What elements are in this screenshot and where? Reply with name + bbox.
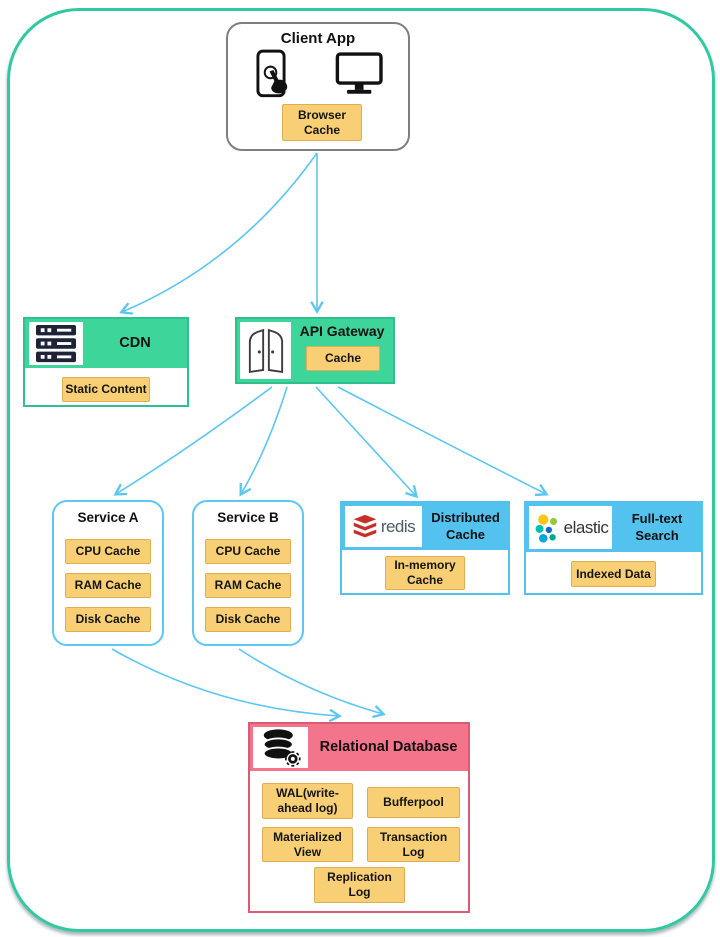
api-gateway-node: API Gateway Cache bbox=[235, 317, 395, 384]
fulltext-search-node: elastic Full-text Search Indexed Data bbox=[524, 501, 703, 595]
arrow-api-to-fulltext-search bbox=[337, 386, 549, 497]
service-b-cpu-cache-badge: CPU Cache bbox=[205, 539, 291, 564]
service-a-disk-cache-badge: Disk Cache bbox=[65, 607, 151, 632]
bufferpool-badge: Bufferpool bbox=[367, 787, 460, 818]
api-gateway-cache-badge: Cache bbox=[306, 346, 380, 371]
fulltext-search-title: Full-text Search bbox=[631, 511, 683, 543]
mobile-tap-icon bbox=[256, 49, 288, 98]
service-b-title: Service B bbox=[217, 510, 279, 525]
wal-badge: WAL(write-ahead log) bbox=[262, 783, 353, 819]
arrow-api-to-service-a bbox=[113, 386, 273, 496]
arrow-service-a-to-database bbox=[111, 648, 343, 723]
distributed-cache-node: redis Distributed Cache In-memory Cache bbox=[340, 501, 510, 595]
cdn-title: CDN bbox=[119, 335, 151, 352]
service-a-ram-cache-badge: RAM Cache bbox=[65, 573, 151, 598]
database-gear-icon bbox=[262, 728, 301, 767]
redis-icon bbox=[353, 514, 377, 537]
redis-wordmark: redis bbox=[380, 516, 416, 536]
api-gateway-title: API Gateway bbox=[299, 323, 385, 340]
elastic-icon bbox=[535, 513, 557, 543]
arrow-api-to-distributed-cache bbox=[315, 386, 419, 499]
cdn-node: CDN Static Content bbox=[23, 317, 189, 407]
service-b-disk-cache-badge: Disk Cache bbox=[205, 607, 291, 632]
redis-logo: redis bbox=[345, 506, 422, 547]
cdn-iconbox bbox=[29, 322, 83, 365]
relational-database-iconbox bbox=[253, 727, 308, 768]
client-app-title: Client App bbox=[280, 30, 356, 47]
api-gateway-iconbox bbox=[240, 322, 291, 379]
diagram-outer-border bbox=[7, 8, 715, 932]
distributed-cache-title: Distributed Cache bbox=[431, 510, 500, 542]
transaction-log-badge: Transaction Log bbox=[367, 827, 460, 862]
arrow-client-to-cdn bbox=[119, 152, 318, 315]
arrow-service-b-to-database bbox=[238, 648, 386, 719]
indexed-data-badge: Indexed Data bbox=[571, 561, 656, 587]
gateway-gate-icon bbox=[248, 328, 283, 373]
elastic-logo: elastic bbox=[529, 506, 612, 549]
service-a-cpu-cache-badge: CPU Cache bbox=[65, 539, 151, 564]
service-b-node: Service B CPU Cache RAM Cache Disk Cache bbox=[192, 500, 304, 646]
arrow-api-to-service-b bbox=[239, 386, 288, 497]
relational-database-node: Relational Database WAL(write-ahead log)… bbox=[248, 722, 470, 913]
desktop-monitor-icon bbox=[335, 52, 383, 94]
browser-cache-badge: Browser Cache bbox=[282, 104, 362, 141]
service-a-node: Service A CPU Cache RAM Cache Disk Cache bbox=[52, 500, 164, 646]
in-memory-cache-badge: In-memory Cache bbox=[385, 556, 465, 590]
server-icon bbox=[36, 324, 76, 362]
static-content-badge: Static Content bbox=[62, 377, 150, 402]
service-b-ram-cache-badge: RAM Cache bbox=[205, 573, 291, 598]
service-a-title: Service A bbox=[77, 510, 139, 525]
elastic-wordmark: elastic bbox=[563, 517, 609, 537]
client-app-node: Client App Browser Cache bbox=[226, 22, 410, 151]
client-device-icons bbox=[256, 49, 383, 98]
relational-database-title: Relational Database bbox=[319, 739, 458, 756]
materialized-view-badge: Materialized View bbox=[262, 827, 353, 862]
replication-log-badge: Replication Log bbox=[314, 867, 405, 903]
